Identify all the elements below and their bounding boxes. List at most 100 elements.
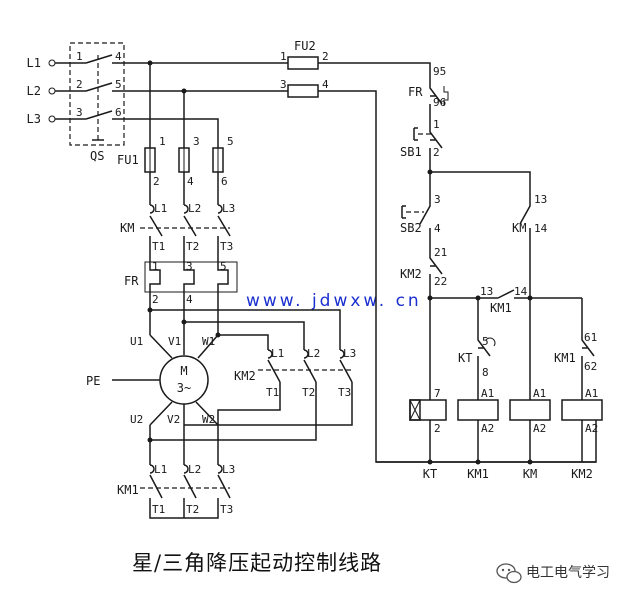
km1-n61: 61 — [584, 331, 597, 344]
label-u1: U1 — [130, 335, 143, 348]
qs-pole-1 — [55, 54, 150, 64]
fu2-n3: 3 — [280, 78, 287, 91]
label-w2: W2 — [202, 413, 215, 426]
ctrl-wire-top — [318, 62, 431, 80]
fr-n96: 96 — [433, 96, 446, 109]
qs-switch-box — [69, 42, 125, 146]
delta-wire-v1 — [184, 321, 305, 350]
coil-label-km: KM — [523, 467, 537, 481]
coil-label-km2: KM2 — [571, 467, 593, 481]
coil-km — [509, 399, 551, 462]
qs-n4: 4 — [115, 50, 122, 63]
km2-label-l3: L3 — [343, 347, 356, 360]
junction — [147, 437, 153, 443]
sb2-start-button[interactable] — [401, 200, 431, 250]
label-l2: L2 — [27, 84, 41, 98]
km-label-l1: L1 — [154, 202, 167, 215]
km2-n22: 22 — [434, 275, 447, 288]
label-fu2: FU2 — [294, 39, 316, 53]
km-aux-no — [519, 200, 531, 298]
junction — [475, 459, 481, 465]
label-km: KM — [120, 221, 134, 235]
page-title: 星/三角降压起动控制线路 — [132, 551, 382, 575]
km-label-t1: T1 — [152, 240, 165, 253]
label-u2: U2 — [130, 413, 143, 426]
sb1-n2: 2 — [433, 146, 440, 159]
delta-return-t1 — [217, 382, 281, 425]
label-v1: V1 — [168, 335, 181, 348]
fu1-n3: 3 — [193, 135, 200, 148]
motor-label-m: M — [180, 364, 187, 378]
kt-coil-n2: 2 — [434, 422, 441, 435]
fu2-n1: 1 — [280, 50, 287, 63]
fr-n3: 3 — [186, 260, 193, 273]
km2-a1: A1 — [585, 387, 598, 400]
wires-fr-motor — [149, 292, 219, 335]
label-km1-aux: KM1 — [490, 301, 512, 315]
coil-km2 — [561, 399, 603, 462]
label-w1: W1 — [202, 335, 215, 348]
qs-n1: 1 — [76, 50, 83, 63]
label-sb1: SB1 — [400, 145, 422, 159]
junction — [181, 319, 187, 325]
km1-star-contacts — [140, 464, 231, 519]
junction — [427, 169, 433, 175]
sb1-stop-button[interactable] — [413, 125, 443, 172]
sb2-n4: 4 — [434, 222, 441, 235]
label-pe: PE — [86, 374, 100, 388]
sb1-n1: 1 — [433, 118, 440, 131]
km2-label-l1: L1 — [271, 347, 284, 360]
label-v2: V2 — [167, 413, 180, 426]
kt-n5: 5 — [482, 335, 489, 348]
km1-label-t2: T2 — [186, 503, 199, 516]
km2-label-t2: T2 — [302, 386, 315, 399]
km1-label-t3: T3 — [220, 503, 233, 516]
qs-n2: 2 — [76, 78, 83, 91]
fu1-n6: 6 — [221, 175, 228, 188]
km1-label-l2: L2 — [188, 463, 201, 476]
label-fr: FR — [124, 274, 139, 288]
delta-return-t3 — [184, 382, 353, 426]
wires-star — [149, 425, 219, 465]
fr-n95: 95 — [433, 65, 446, 78]
fu1-n4: 4 — [187, 175, 194, 188]
km2-nc-interlock — [429, 250, 443, 298]
ctrl-wire-return — [318, 90, 597, 463]
fu2-n2: 2 — [322, 50, 329, 63]
delta-wire-w1 — [218, 334, 269, 350]
fr-n5: 5 — [220, 260, 227, 273]
kt-n7: 7 — [434, 387, 441, 400]
motor-leads-top — [149, 334, 219, 359]
kt-timed-nc — [477, 298, 496, 400]
junction — [527, 459, 533, 465]
km-n14: 14 — [534, 222, 548, 235]
fuse-elements — [149, 148, 219, 172]
qs-n3: 3 — [76, 106, 83, 119]
kt-n8: 8 — [482, 366, 489, 379]
junction — [427, 459, 433, 465]
coil-label-kt: KT — [423, 467, 437, 481]
km1-n14: 14 — [514, 285, 528, 298]
label-km-aux: KM — [512, 221, 526, 235]
ctrl-wire-branch — [430, 171, 531, 200]
fu1-n1: 1 — [159, 135, 166, 148]
motor-leads-bottom — [149, 401, 219, 426]
watermark: www. jdwxw. cn — [246, 291, 422, 311]
coil-km1 — [457, 399, 499, 462]
km1-label-t1: T1 — [152, 503, 165, 516]
qs-pole-3 — [55, 110, 219, 148]
label-l3: L3 — [27, 112, 41, 126]
terminal-l1 — [48, 59, 56, 67]
label-fr-ctrl: FR — [408, 85, 423, 99]
wires-fu1-km — [149, 172, 219, 205]
fr-n1: 1 — [152, 260, 159, 273]
label-fu1: FU1 — [117, 153, 139, 167]
label-sb2: SB2 — [400, 221, 422, 235]
km2-label-l2: L2 — [307, 347, 320, 360]
label-km2-nc: KM2 — [400, 267, 422, 281]
coil-kt — [409, 399, 447, 462]
label-l1: L1 — [27, 56, 41, 70]
qs-pole-2 — [55, 82, 184, 92]
